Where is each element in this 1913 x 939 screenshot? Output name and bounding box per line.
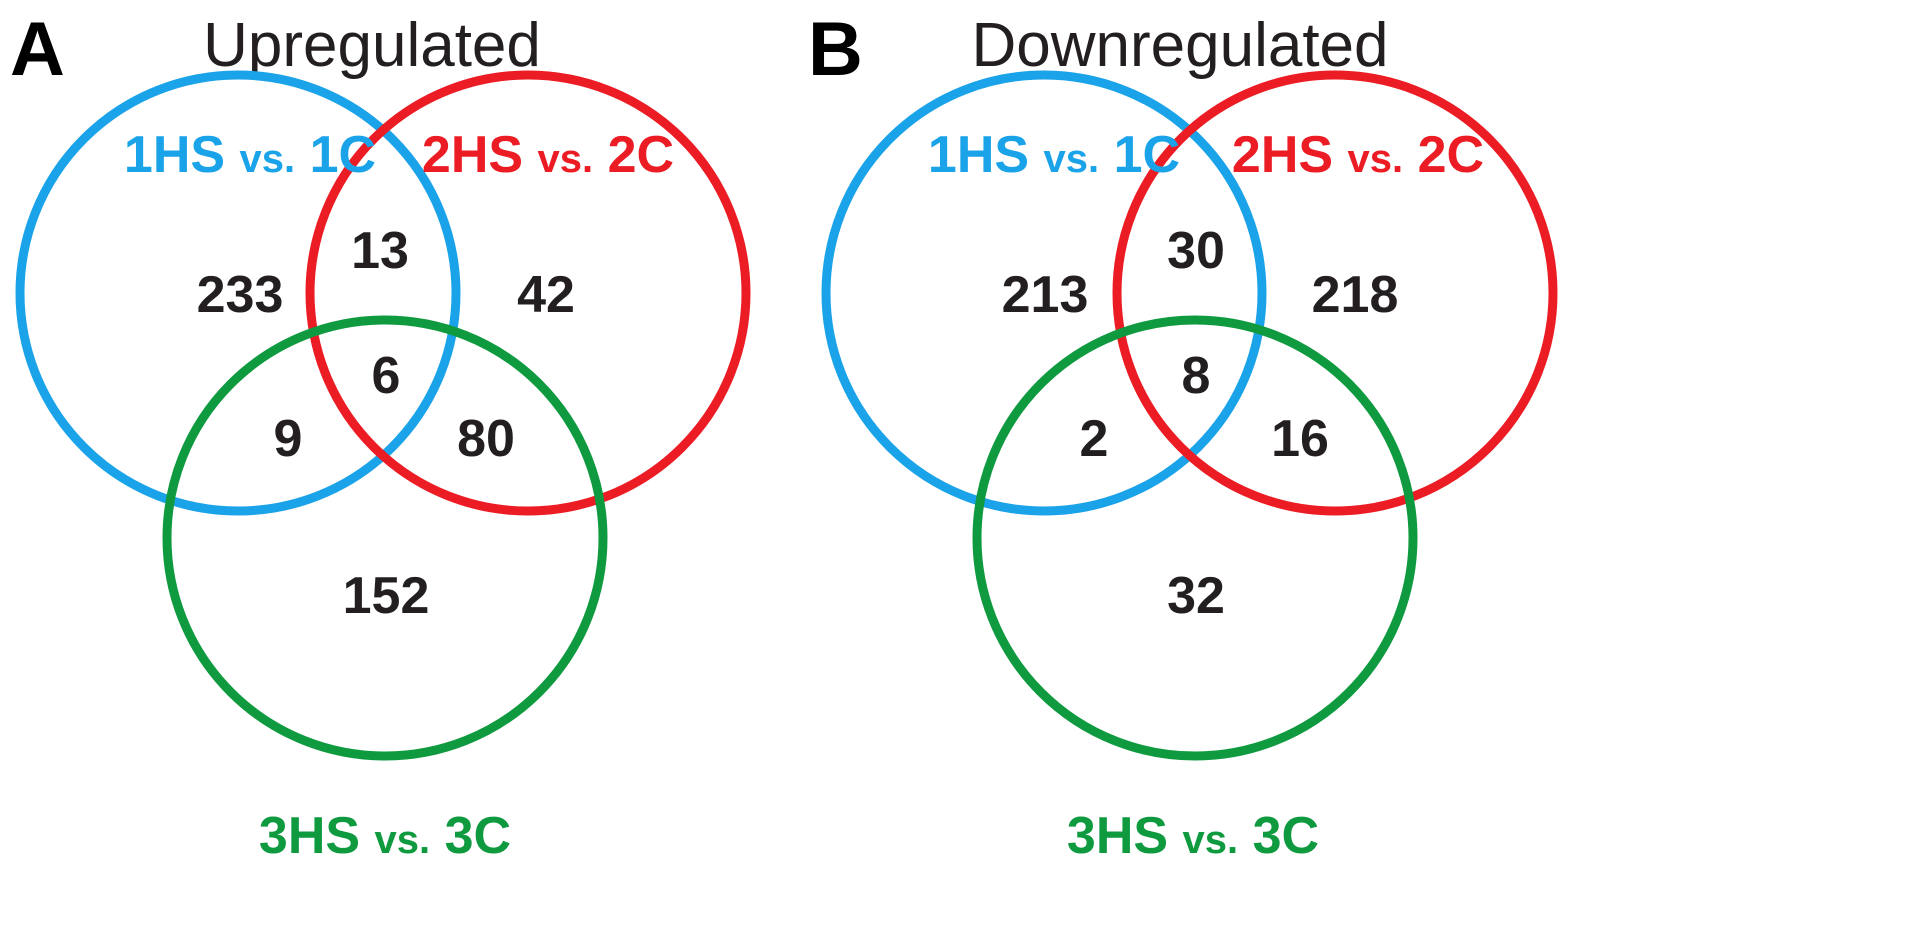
panel-a-count-all-three: 6 [372,347,401,405]
panel-b-count-all-three: 8 [1182,347,1211,405]
panel-b-letter: B [808,7,863,92]
panel-a-count-2hs-3hs: 80 [457,410,515,468]
panel-b-circle-2hs [1112,70,1558,516]
panel-a-count-1hs-2hs: 13 [351,222,409,280]
panel-a-letter: A [10,7,65,92]
panel-a: A Upregulated 1HS vs. 1C 2HS vs. 2C 3HS … [10,7,751,865]
panel-b-count-only-1hs: 213 [1002,266,1089,324]
panel-b-title: Downregulated [971,11,1388,80]
panel-b-count-1hs-3hs: 2 [1080,410,1109,468]
panel-b-set1-label: 1HS vs. 1C [928,126,1180,184]
panel-b-circle-3hs [972,315,1418,761]
panel-a-set1-label: 1HS vs. 1C [124,126,376,184]
panel-a-circle-3hs [162,315,608,761]
panel-b-set3-label: 3HS vs. 3C [1067,807,1319,865]
panel-b-count-2hs-3hs: 16 [1271,410,1329,468]
panel-a-set2-label: 2HS vs. 2C [422,126,674,184]
panel-a-set3-label: 3HS vs. 3C [259,807,511,865]
panel-a-count-only-2hs: 42 [517,266,575,324]
panel-a-circle-2hs [305,70,751,516]
panel-b-circle-1hs [821,70,1267,516]
panel-a-count-1hs-3hs: 9 [274,410,303,468]
panel-a-circle-1hs [15,70,461,516]
panel-b-set2-label: 2HS vs. 2C [1232,126,1484,184]
panel-a-count-only-1hs: 233 [197,266,284,324]
panel-b-count-1hs-2hs: 30 [1167,222,1225,280]
panel-b: B Downregulated 1HS vs. 1C 2HS vs. 2C 3H… [808,7,1558,865]
panel-b-count-only-3hs: 32 [1167,567,1225,625]
panel-b-count-only-2hs: 218 [1312,266,1399,324]
panel-a-title: Upregulated [203,11,541,80]
panel-a-count-only-3hs: 152 [343,567,430,625]
